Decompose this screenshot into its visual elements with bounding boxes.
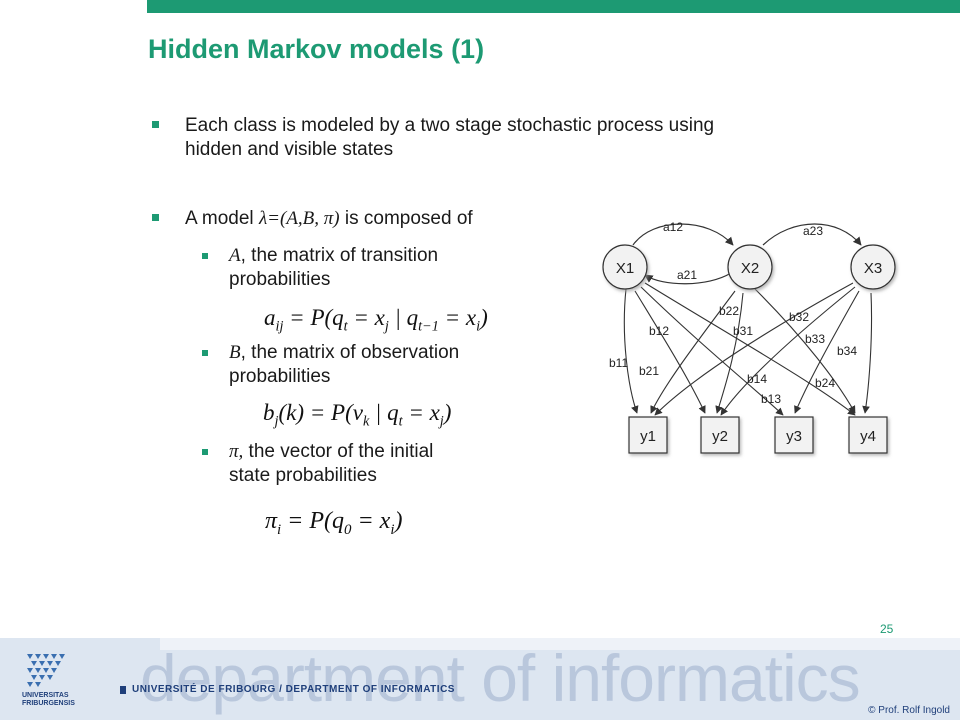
observation-formula: bj(k) = P(vk | qt = xj) [263, 400, 452, 430]
state-node: X2 [727, 244, 773, 290]
sub-bullet-line: probabilities [229, 366, 331, 387]
observation-label: y1 [640, 428, 656, 445]
logo-line: UNIVERSITAS [22, 692, 69, 699]
observation-label: y4 [860, 428, 876, 445]
sub-bullet-marker [202, 253, 208, 259]
observation-node: y2 [700, 416, 740, 454]
state-label: X3 [864, 260, 882, 277]
sub-bullet-text: A, the matrix of transition probabilitie… [229, 244, 438, 292]
observation-label: y2 [712, 428, 728, 445]
bullet-marker [152, 121, 159, 128]
edge-label-b21: b21 [639, 364, 659, 378]
edge-label-b11: b11 [609, 356, 628, 370]
arrow-b34 [862, 292, 873, 414]
copyright-notice: © Prof. Rolf Ingold [868, 705, 950, 716]
sub-bullet-line: state probabilities [229, 465, 377, 486]
edge-label-a21: a21 [677, 268, 697, 282]
edge-label-b34: b34 [837, 344, 857, 358]
edge-label-b14: b14 [747, 372, 767, 386]
sub-bullet-line: , the matrix of transition [240, 245, 439, 266]
bullet-marker [152, 214, 159, 221]
transition-formula: aij = P(qt = xj | qt−1 = xi) [264, 305, 488, 335]
university-logo-icon [27, 654, 65, 687]
sub-bullet-marker [202, 350, 208, 356]
initial-formula: πi = P(q0 = xi) [265, 508, 403, 538]
arrow-b21 [650, 290, 736, 414]
state-node: X3 [850, 244, 896, 290]
bullet-line: hidden and visible states [185, 139, 394, 160]
matrix-symbol: B [229, 342, 241, 363]
observation-node: y4 [848, 416, 888, 454]
arrow-b33 [794, 290, 860, 414]
arrow-b13 [640, 286, 784, 416]
hmm-diagram: X1 X2 X3 y1 y2 y3 y4 a12 a21 a23 b11 b12… [602, 220, 896, 454]
department-wordmark: department of informatics [140, 641, 861, 715]
observation-node: y1 [628, 416, 668, 454]
sub-bullet-line: probabilities [229, 269, 331, 290]
arrow-a12 [632, 223, 734, 246]
state-label: X1 [616, 260, 634, 277]
vector-symbol: π, [229, 441, 244, 462]
arrow-b11 [623, 288, 639, 414]
transition-arrows [632, 223, 862, 285]
state-node: X1 [602, 244, 648, 290]
arrow-a23 [762, 223, 862, 246]
sub-bullet-marker [202, 449, 208, 455]
observation-node: y3 [774, 416, 814, 454]
arrow-a21 [644, 272, 732, 285]
top-accent-bar [147, 0, 960, 13]
arrow-b32 [720, 286, 856, 416]
edge-label-a23: a23 [803, 224, 823, 238]
sub-bullet-text: π, the vector of the initial state proba… [229, 440, 433, 488]
footer-band-highlight [160, 638, 960, 650]
state-label: X2 [741, 260, 759, 277]
model-notation: λ=(A,B, π) [258, 208, 340, 229]
bullet-line: Each class is modeled by a two stage sto… [185, 115, 715, 136]
logo-caption: UNIVERSITAS FRIBURGENSIS [22, 692, 75, 708]
university-name: UNIVERSITÉ DE FRIBOURG / DEPARTMENT OF I… [132, 684, 455, 695]
edge-label-b22: b22 [719, 304, 739, 318]
observation-label: y3 [786, 428, 802, 445]
emission-arrows [623, 282, 873, 416]
university-mark [120, 686, 126, 694]
edge-label-b31: b31 [733, 324, 753, 338]
edge-label-b24: b24 [815, 376, 835, 390]
logo-line: FRIBURGENSIS [22, 700, 75, 707]
bullet-text: Each class is modeled by a two stage sto… [185, 114, 714, 162]
arrow-b24 [754, 288, 856, 414]
bullet-text: A model λ=(A,B, π) is composed of [185, 207, 473, 231]
arrow-b14 [644, 282, 856, 416]
slide-title: Hidden Markov models (1) [148, 34, 485, 64]
edge-label-b13: b13 [761, 392, 781, 406]
university-name-text: UNIVERSITÉ DE FRIBOURG / DEPARTMENT OF I… [132, 684, 455, 695]
edge-label-b33: b33 [805, 332, 825, 346]
page-number: 25 [880, 622, 894, 636]
edge-label-b32: b32 [789, 310, 809, 324]
edge-label-a12: a12 [663, 220, 683, 234]
sub-bullet-text: B, the matrix of observation probabiliti… [229, 341, 459, 389]
arrow-b22 [715, 292, 744, 414]
sub-bullet-line: , the matrix of observation [240, 342, 460, 363]
arrow-b31 [654, 282, 854, 416]
bullet-text-part: is composed of [339, 208, 473, 229]
arrow-b12 [634, 290, 706, 414]
bullet-text-part: A model [185, 208, 259, 229]
edge-label-b12: b12 [649, 324, 669, 338]
sub-bullet-line: the vector of the initial [243, 441, 434, 462]
footer-band [0, 638, 960, 720]
matrix-symbol: A [229, 245, 241, 266]
